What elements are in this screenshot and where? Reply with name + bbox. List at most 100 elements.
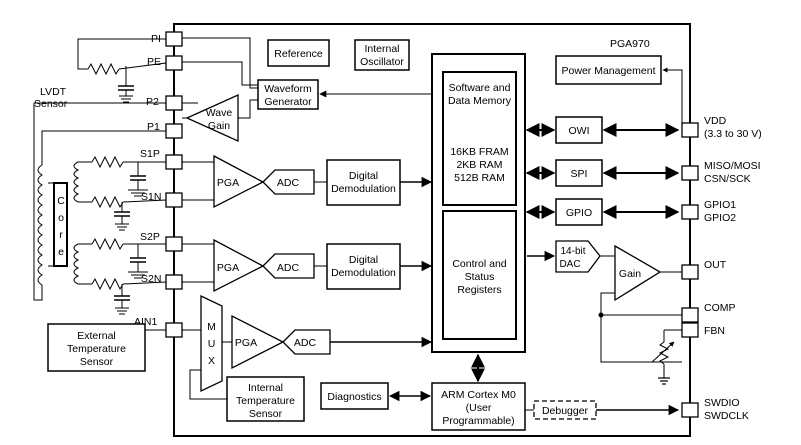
svg-text:COMP: COMP	[704, 302, 736, 314]
svg-text:M: M	[207, 321, 216, 333]
right-pins	[681, 122, 699, 418]
pin-s1p[interactable]	[165, 154, 183, 170]
svg-text:ADC: ADC	[294, 337, 317, 349]
svg-text:Temperature: Temperature	[236, 395, 295, 407]
svg-text:Reference: Reference	[274, 48, 323, 60]
internal-wiring	[182, 37, 683, 416]
svg-text:Programmable): Programmable)	[442, 415, 514, 427]
svg-text:16KB FRAM: 16KB FRAM	[450, 146, 508, 158]
debugger-block: Debugger	[533, 400, 597, 420]
svg-text:Sensor: Sensor	[34, 98, 68, 110]
pin-s1n[interactable]	[165, 192, 183, 208]
mux: M U X	[200, 294, 223, 393]
svg-text:Power Management: Power Management	[562, 65, 656, 77]
svg-text:Diagnostics: Diagnostics	[327, 391, 381, 403]
svg-text:S1P: S1P	[140, 148, 160, 160]
diagnostics-block: Diagnostics	[320, 382, 389, 410]
svg-text:U: U	[208, 338, 216, 350]
svg-text:SPI: SPI	[571, 168, 588, 180]
svg-text:Temperature: Temperature	[67, 343, 126, 355]
pga-2: PGA	[213, 238, 265, 293]
pin-ain1[interactable]	[165, 322, 183, 338]
svg-text:ARM Cortex M0: ARM Cortex M0	[441, 389, 516, 401]
pin-out[interactable]	[681, 264, 699, 280]
svg-text:LVDT: LVDT	[40, 86, 67, 98]
digital-demodulation-2: Digital Demodulation	[326, 243, 401, 290]
svg-text:P2: P2	[146, 96, 159, 108]
svg-text:PGA: PGA	[217, 177, 239, 189]
svg-text:ADC: ADC	[277, 262, 300, 274]
gain-amplifier: Gain	[614, 244, 662, 302]
lvdt-sensor-label: LVDT Sensor	[34, 86, 68, 110]
pin-pe[interactable]	[165, 55, 183, 71]
svg-text:e: e	[58, 246, 64, 258]
pga-1: PGA	[213, 154, 265, 209]
spi-block: SPI	[555, 159, 603, 187]
svg-text:Waveform: Waveform	[264, 83, 312, 95]
arm-cortex-block: ARM Cortex M0 (User Programmable)	[431, 382, 526, 431]
pin-s2p[interactable]	[165, 236, 183, 252]
svg-text:PE: PE	[147, 56, 161, 68]
memory-outer-box	[431, 53, 526, 353]
waveform-generator-block: Waveform Generator	[257, 79, 319, 110]
svg-text:OWI: OWI	[569, 125, 590, 137]
svg-text:CSN/SCK: CSN/SCK	[704, 173, 751, 185]
svg-text:(3.3 to 30 V): (3.3 to 30 V)	[704, 128, 762, 140]
power-management-block: Power Management	[555, 55, 662, 85]
svg-text:Generator: Generator	[264, 96, 312, 108]
svg-text:VDD: VDD	[704, 115, 727, 127]
svg-text:GPIO: GPIO	[566, 207, 592, 219]
pin-vdd[interactable]	[681, 122, 699, 138]
pin-comp[interactable]	[681, 307, 699, 323]
svg-text:Demodulation: Demodulation	[331, 267, 396, 279]
svg-text:Software and: Software and	[449, 82, 511, 94]
external-temperature-sensor-block: External Temperature Sensor	[47, 323, 146, 372]
svg-text:14-bit: 14-bit	[560, 246, 585, 257]
owi-block: OWI	[555, 116, 603, 144]
svg-text:SWDCLK: SWDCLK	[704, 410, 749, 422]
svg-text:GPIO1: GPIO1	[704, 199, 736, 211]
svg-text:Sensor: Sensor	[249, 408, 283, 420]
svg-text:Sensor: Sensor	[80, 356, 114, 368]
pin-pi[interactable]	[165, 31, 183, 47]
lvdt-external-wiring	[33, 38, 167, 331]
svg-text:Oscillator: Oscillator	[360, 56, 404, 68]
pga-3: PGA	[231, 314, 285, 370]
pin-swd[interactable]	[681, 402, 699, 418]
adc-2: ADC	[262, 253, 315, 279]
svg-text:External: External	[77, 330, 116, 342]
svg-text:C: C	[57, 195, 65, 207]
left-pins	[165, 31, 183, 338]
pin-p1[interactable]	[165, 123, 183, 139]
svg-text:Gain: Gain	[208, 120, 230, 132]
pin-p2[interactable]	[165, 95, 183, 111]
svg-text:Status: Status	[465, 271, 495, 283]
svg-text:OUT: OUT	[704, 259, 727, 271]
svg-text:MISO/MOSI: MISO/MOSI	[704, 160, 761, 172]
svg-text:Registers: Registers	[457, 284, 501, 296]
pin-s2n[interactable]	[165, 274, 183, 290]
wave-gain-amplifier: Wave Gain	[185, 93, 239, 143]
dac-block: 14-bit DAC	[555, 240, 601, 273]
svg-text:o: o	[58, 212, 64, 224]
chip-name: PGA970	[610, 38, 650, 50]
svg-text:2KB RAM: 2KB RAM	[456, 159, 502, 171]
pin-fbn[interactable]	[681, 322, 699, 338]
pin-spi[interactable]	[681, 165, 699, 181]
gpio-block: GPIO	[555, 198, 603, 226]
svg-text:512B RAM: 512B RAM	[454, 172, 505, 184]
svg-text:Digital: Digital	[349, 254, 378, 266]
svg-text:DAC: DAC	[559, 259, 580, 270]
pin-gpio[interactable]	[681, 204, 699, 220]
svg-text:Data Memory: Data Memory	[448, 95, 512, 107]
svg-text:Demodulation: Demodulation	[331, 183, 396, 195]
svg-text:PGA: PGA	[217, 262, 239, 274]
adc-3: ADC	[282, 329, 331, 355]
svg-text:(User: (User	[466, 402, 492, 414]
svg-text:r: r	[59, 229, 63, 241]
internal-oscillator-block: Internal Oscillator	[354, 39, 410, 71]
svg-text:P1: P1	[147, 121, 160, 133]
svg-text:Internal: Internal	[364, 43, 399, 55]
digital-demodulation-1: Digital Demodulation	[326, 159, 401, 206]
